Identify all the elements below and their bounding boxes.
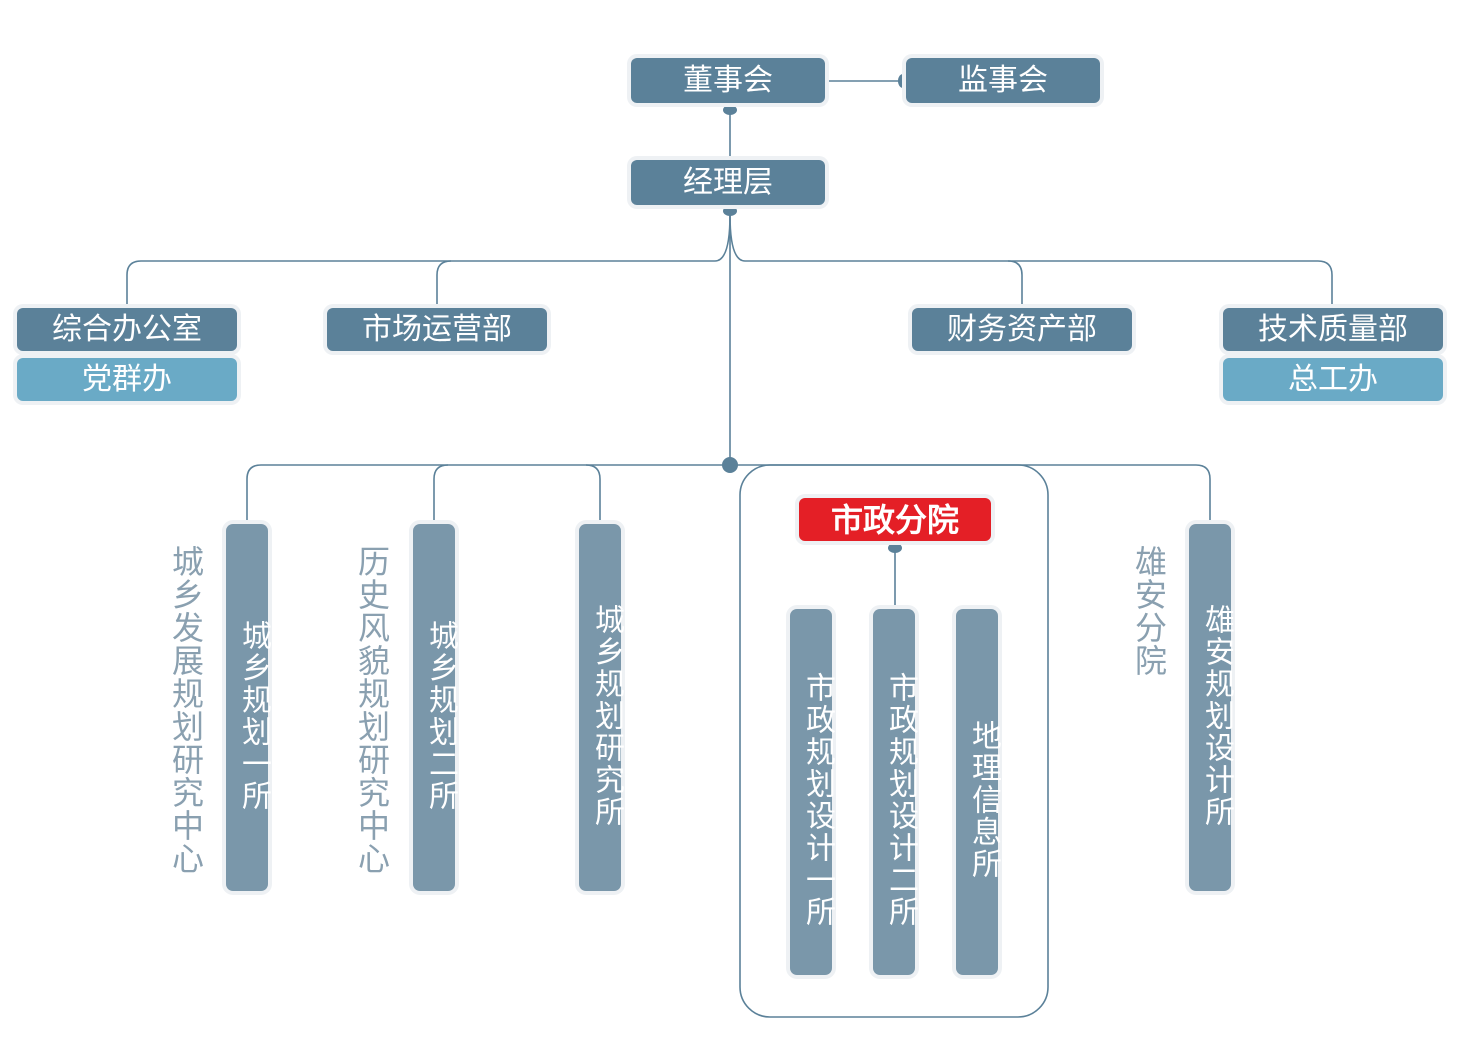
finance-node: 财务资产部: [912, 308, 1132, 351]
chief-engineer-node: 总工办: [1223, 358, 1443, 401]
general-office-node: 综合办公室: [17, 308, 237, 351]
geo-info-node: 地理信息所: [956, 609, 1001, 975]
management-node: 经理层: [631, 160, 825, 205]
party-office-node: 党群办: [17, 358, 237, 401]
urban-rural-1-node: 城乡规划一所: [226, 524, 271, 891]
municipal-branch-title: 市政分院: [799, 498, 991, 541]
urban-rural-2-side-label: 历史风貌规划研究中心: [353, 545, 391, 875]
xiongan-node: 雄安规划设计所: [1189, 524, 1234, 891]
tech-quality-node: 技术质量部: [1223, 308, 1443, 351]
marketing-node: 市场运营部: [327, 308, 547, 351]
xiongan-side-label: 雄安分院: [1130, 545, 1168, 677]
municipal-design-1-node: 市政规划设计一所: [790, 609, 835, 975]
supervisors-node: 监事会: [906, 58, 1100, 103]
municipal-design-2-node: 市政规划设计二所: [873, 609, 918, 975]
urban-rural-2-node: 城乡规划二所: [413, 524, 458, 891]
urban-rural-1-side-label: 城乡发展规划研究中心: [167, 545, 205, 875]
board-node: 董事会: [631, 58, 825, 103]
research-node: 城乡规划研究所: [579, 524, 624, 891]
